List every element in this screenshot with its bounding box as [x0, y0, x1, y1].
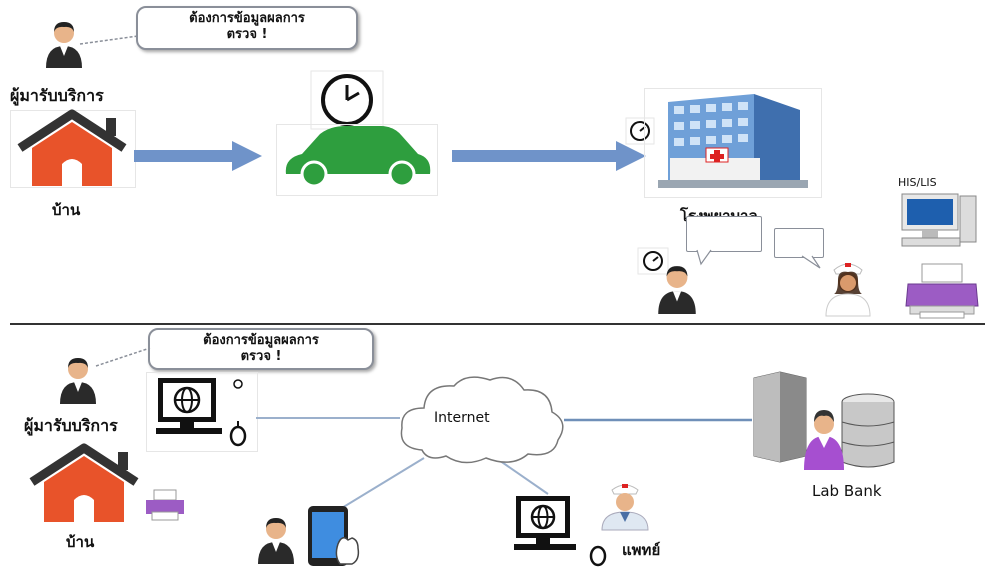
lab-bank-server-icon	[753, 371, 895, 470]
client-label-bottom: ผู้มารับบริการ	[24, 416, 118, 435]
car-icon	[285, 126, 431, 188]
doctor-label: แพทย์	[622, 541, 661, 559]
car-frame	[276, 124, 438, 196]
arrow-home-to-car	[134, 141, 262, 171]
bubble-tail-bottom	[95, 347, 151, 367]
small-printer-icon	[146, 489, 184, 521]
house-icon	[17, 109, 127, 186]
patient-person-icon	[658, 266, 696, 314]
nurse-icon	[825, 263, 871, 317]
doctor-icon	[601, 484, 649, 531]
client-person-icon	[46, 22, 82, 68]
clock-icon	[310, 70, 384, 130]
speech-bubble-top: ต้องการข้อมูลผลการ ตรวจ !	[136, 6, 358, 50]
his-lis-computer-icon	[901, 193, 977, 247]
internet-label: Internet	[434, 410, 490, 426]
hospital-building-icon	[658, 94, 808, 188]
client-person-icon-bottom	[60, 358, 96, 404]
nurse-bubble-tail	[801, 255, 821, 269]
tablet-user-person-icon	[258, 518, 294, 564]
house-icon-bottom	[29, 443, 139, 522]
bubble-line-2: ตรวจ !	[240, 349, 282, 364]
speech-bubble-bottom: ต้องการข้อมูลผลการ ตรวจ !	[148, 328, 374, 370]
link-internet-doctor	[495, 457, 549, 495]
arrow-car-to-hospital	[452, 141, 646, 171]
link-internet-tablet	[331, 457, 425, 515]
bubble-line-1: ต้องการข้อมูลผลการ	[203, 333, 319, 348]
computer-frame	[146, 372, 258, 452]
hospital-frame	[644, 88, 822, 198]
patient-speech-bubble	[686, 216, 762, 252]
bubble-line-2: ตรวจ !	[226, 27, 268, 42]
his-lis-label: HIS/LIS	[898, 176, 937, 189]
nurse-speech-bubble	[774, 228, 824, 258]
internet-cloud-icon	[400, 376, 564, 464]
patient-bubble-tail	[696, 249, 712, 266]
client-label: ผู้มารับบริการ	[10, 86, 104, 105]
lab-bank-label: Lab Bank	[812, 482, 882, 500]
small-clock-icon-2	[637, 247, 669, 275]
doctor-computer-icon	[514, 496, 607, 567]
printer-icon	[905, 263, 979, 319]
tablet-icon	[308, 506, 360, 566]
home-label-bottom: บ้าน	[66, 533, 95, 551]
section-divider	[10, 323, 985, 325]
home-label: บ้าน	[52, 201, 81, 219]
bubble-line-1: ต้องการข้อมูลผลการ	[189, 11, 305, 26]
client-computer-icon	[156, 378, 247, 447]
